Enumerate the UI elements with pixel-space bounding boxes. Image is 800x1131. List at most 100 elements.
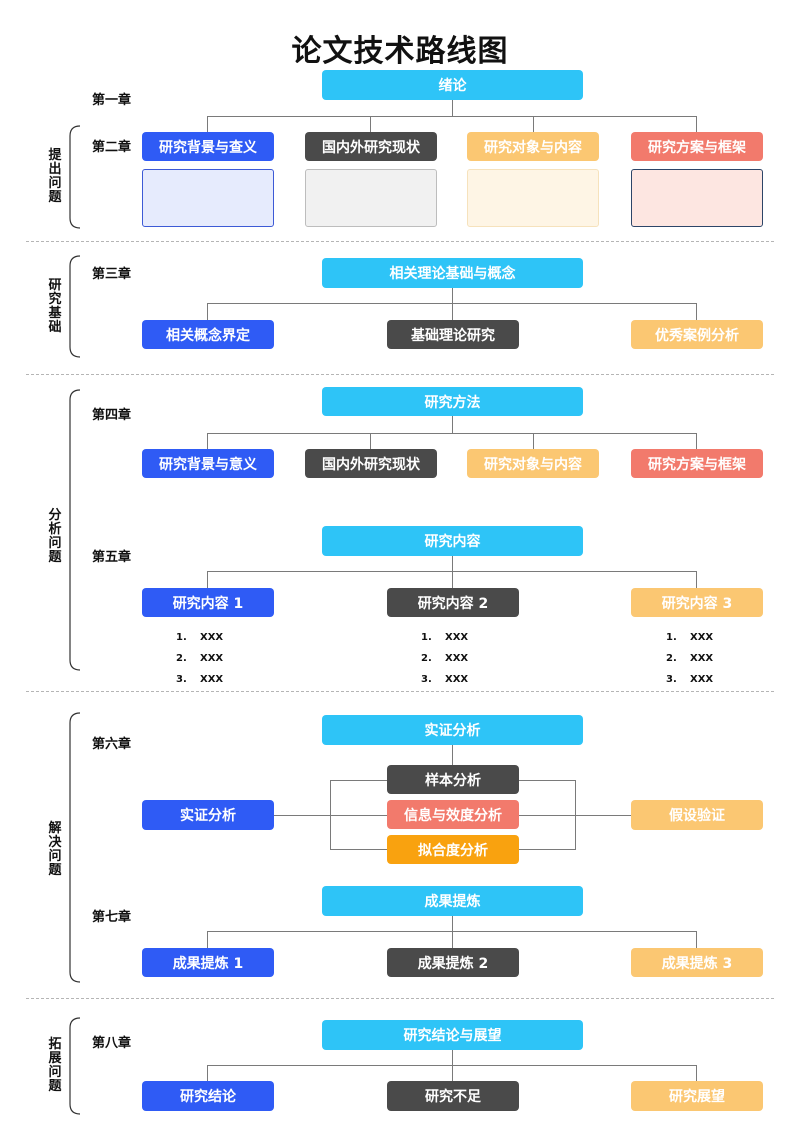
node-research-status-2: 国内外研究现状 [305, 449, 437, 478]
connector [207, 571, 208, 588]
connector [696, 1065, 697, 1081]
list-item: 1.XXX [176, 632, 224, 643]
section-label-char: 问 [48, 536, 62, 551]
node-reliability-analysis: 信息与效度分析 [387, 800, 519, 829]
connector [519, 815, 576, 816]
section-label-analyze: 分析问题 [44, 509, 66, 565]
node-conclusion: 研究结论 [142, 1081, 274, 1111]
section-label-char: 题 [48, 1079, 62, 1094]
section-label-char: 问 [48, 176, 62, 191]
connector [452, 288, 453, 303]
section-label-char: 究 [48, 292, 62, 307]
node-result-1: 成果提炼 1 [142, 948, 274, 977]
connector [452, 931, 453, 948]
node-conclusion-root: 研究结论与展望 [322, 1020, 583, 1050]
connector [207, 1065, 208, 1081]
connector [207, 433, 697, 434]
node-hypothesis-test: 假设验证 [631, 800, 763, 830]
section-divider [26, 241, 774, 242]
list-item: 2.XXX [176, 653, 224, 664]
node-content-1: 研究内容 1 [142, 588, 274, 617]
node-empirical-root: 实证分析 [322, 715, 583, 745]
node-result-2: 成果提炼 2 [387, 948, 519, 977]
connector [533, 116, 534, 132]
connector [207, 303, 208, 320]
connector [452, 556, 453, 571]
chapter-label-1: 第一章 [92, 93, 132, 108]
section-label-expand: 拓展问题 [44, 1038, 66, 1094]
section-label-char: 研 [48, 278, 62, 293]
list-item: 1.XXX [421, 632, 469, 643]
section-label-foundation: 研究基础 [44, 279, 66, 335]
section-label-char: 题 [48, 550, 62, 565]
chapter-label-6: 第六章 [92, 737, 132, 752]
chapter-label-8: 第八章 [92, 1036, 132, 1051]
section-divider [26, 691, 774, 692]
section-label-char: 出 [48, 162, 62, 177]
placeholder-box [631, 169, 763, 227]
list-item: 2.XXX [421, 653, 469, 664]
node-research-background: 研究背景与查义 [142, 132, 274, 161]
node-shortage: 研究不足 [387, 1081, 519, 1111]
connector [274, 815, 331, 816]
node-theory-root: 相关理论基础与概念 [322, 258, 583, 288]
node-concept-definition: 相关概念界定 [142, 320, 274, 349]
connector [330, 849, 387, 850]
connector [207, 931, 208, 948]
node-basic-theory: 基础理论研究 [387, 320, 519, 349]
connector [370, 116, 371, 132]
placeholder-box [305, 169, 437, 227]
node-case-analysis: 优秀案例分析 [631, 320, 763, 349]
node-research-object-2: 研究对象与内容 [467, 449, 599, 478]
connector [207, 433, 208, 449]
section-label-char: 决 [48, 835, 62, 850]
node-fit-analysis: 拟合度分析 [387, 835, 519, 864]
connector [696, 931, 697, 948]
chapter-label-7: 第七章 [92, 910, 132, 925]
section-label-char: 问 [48, 1065, 62, 1080]
content-2-list: 1.XXX 2.XXX 3.XXX [421, 631, 468, 694]
node-content-3: 研究内容 3 [631, 588, 763, 617]
list-item: 1.XXX [666, 632, 714, 643]
content-3-list: 1.XXX 2.XXX 3.XXX [666, 631, 713, 694]
node-outlook: 研究展望 [631, 1081, 763, 1111]
node-research-status: 国内外研究现状 [305, 132, 437, 161]
connector [696, 433, 697, 449]
connector [452, 303, 453, 320]
node-content-2: 研究内容 2 [387, 588, 519, 617]
section-label-char: 拓 [48, 1037, 62, 1052]
list-item: 3.XXX [666, 674, 714, 685]
node-research-object: 研究对象与内容 [467, 132, 599, 161]
section-label-char: 解 [48, 821, 62, 836]
node-empirical-analysis: 实证分析 [142, 800, 274, 830]
connector [330, 780, 387, 781]
connector [207, 116, 697, 117]
content-1-list: 1.XXX 2.XXX 3.XXX [176, 631, 223, 694]
list-item: 3.XXX [176, 674, 224, 685]
node-result-root: 成果提炼 [322, 886, 583, 916]
chapter-label-5: 第五章 [92, 550, 132, 565]
section-label-char: 提 [48, 148, 62, 163]
connector [330, 815, 387, 816]
page-title: 论文技术路线图 [291, 34, 509, 69]
section-label-char: 题 [48, 863, 62, 878]
connector [696, 571, 697, 588]
list-item: 3.XXX [421, 674, 469, 685]
node-research-plan-2: 研究方案与框架 [631, 449, 763, 478]
chapter-label-3: 第三章 [92, 267, 132, 282]
connector [452, 916, 453, 931]
section-label-char: 展 [48, 1051, 62, 1066]
connector [452, 571, 453, 588]
connector [533, 433, 534, 449]
section-label-solve: 解决问题 [44, 822, 66, 878]
section-label-char: 分 [48, 508, 62, 523]
chapter-label-2: 第二章 [92, 140, 132, 155]
connector [696, 303, 697, 320]
placeholder-box [142, 169, 274, 227]
connector [452, 1065, 453, 1081]
node-research-background-2: 研究背景与意义 [142, 449, 274, 478]
connector [452, 745, 453, 765]
node-research-plan: 研究方案与框架 [631, 132, 763, 161]
section-label-char: 题 [48, 190, 62, 205]
node-content-root: 研究内容 [322, 526, 583, 556]
